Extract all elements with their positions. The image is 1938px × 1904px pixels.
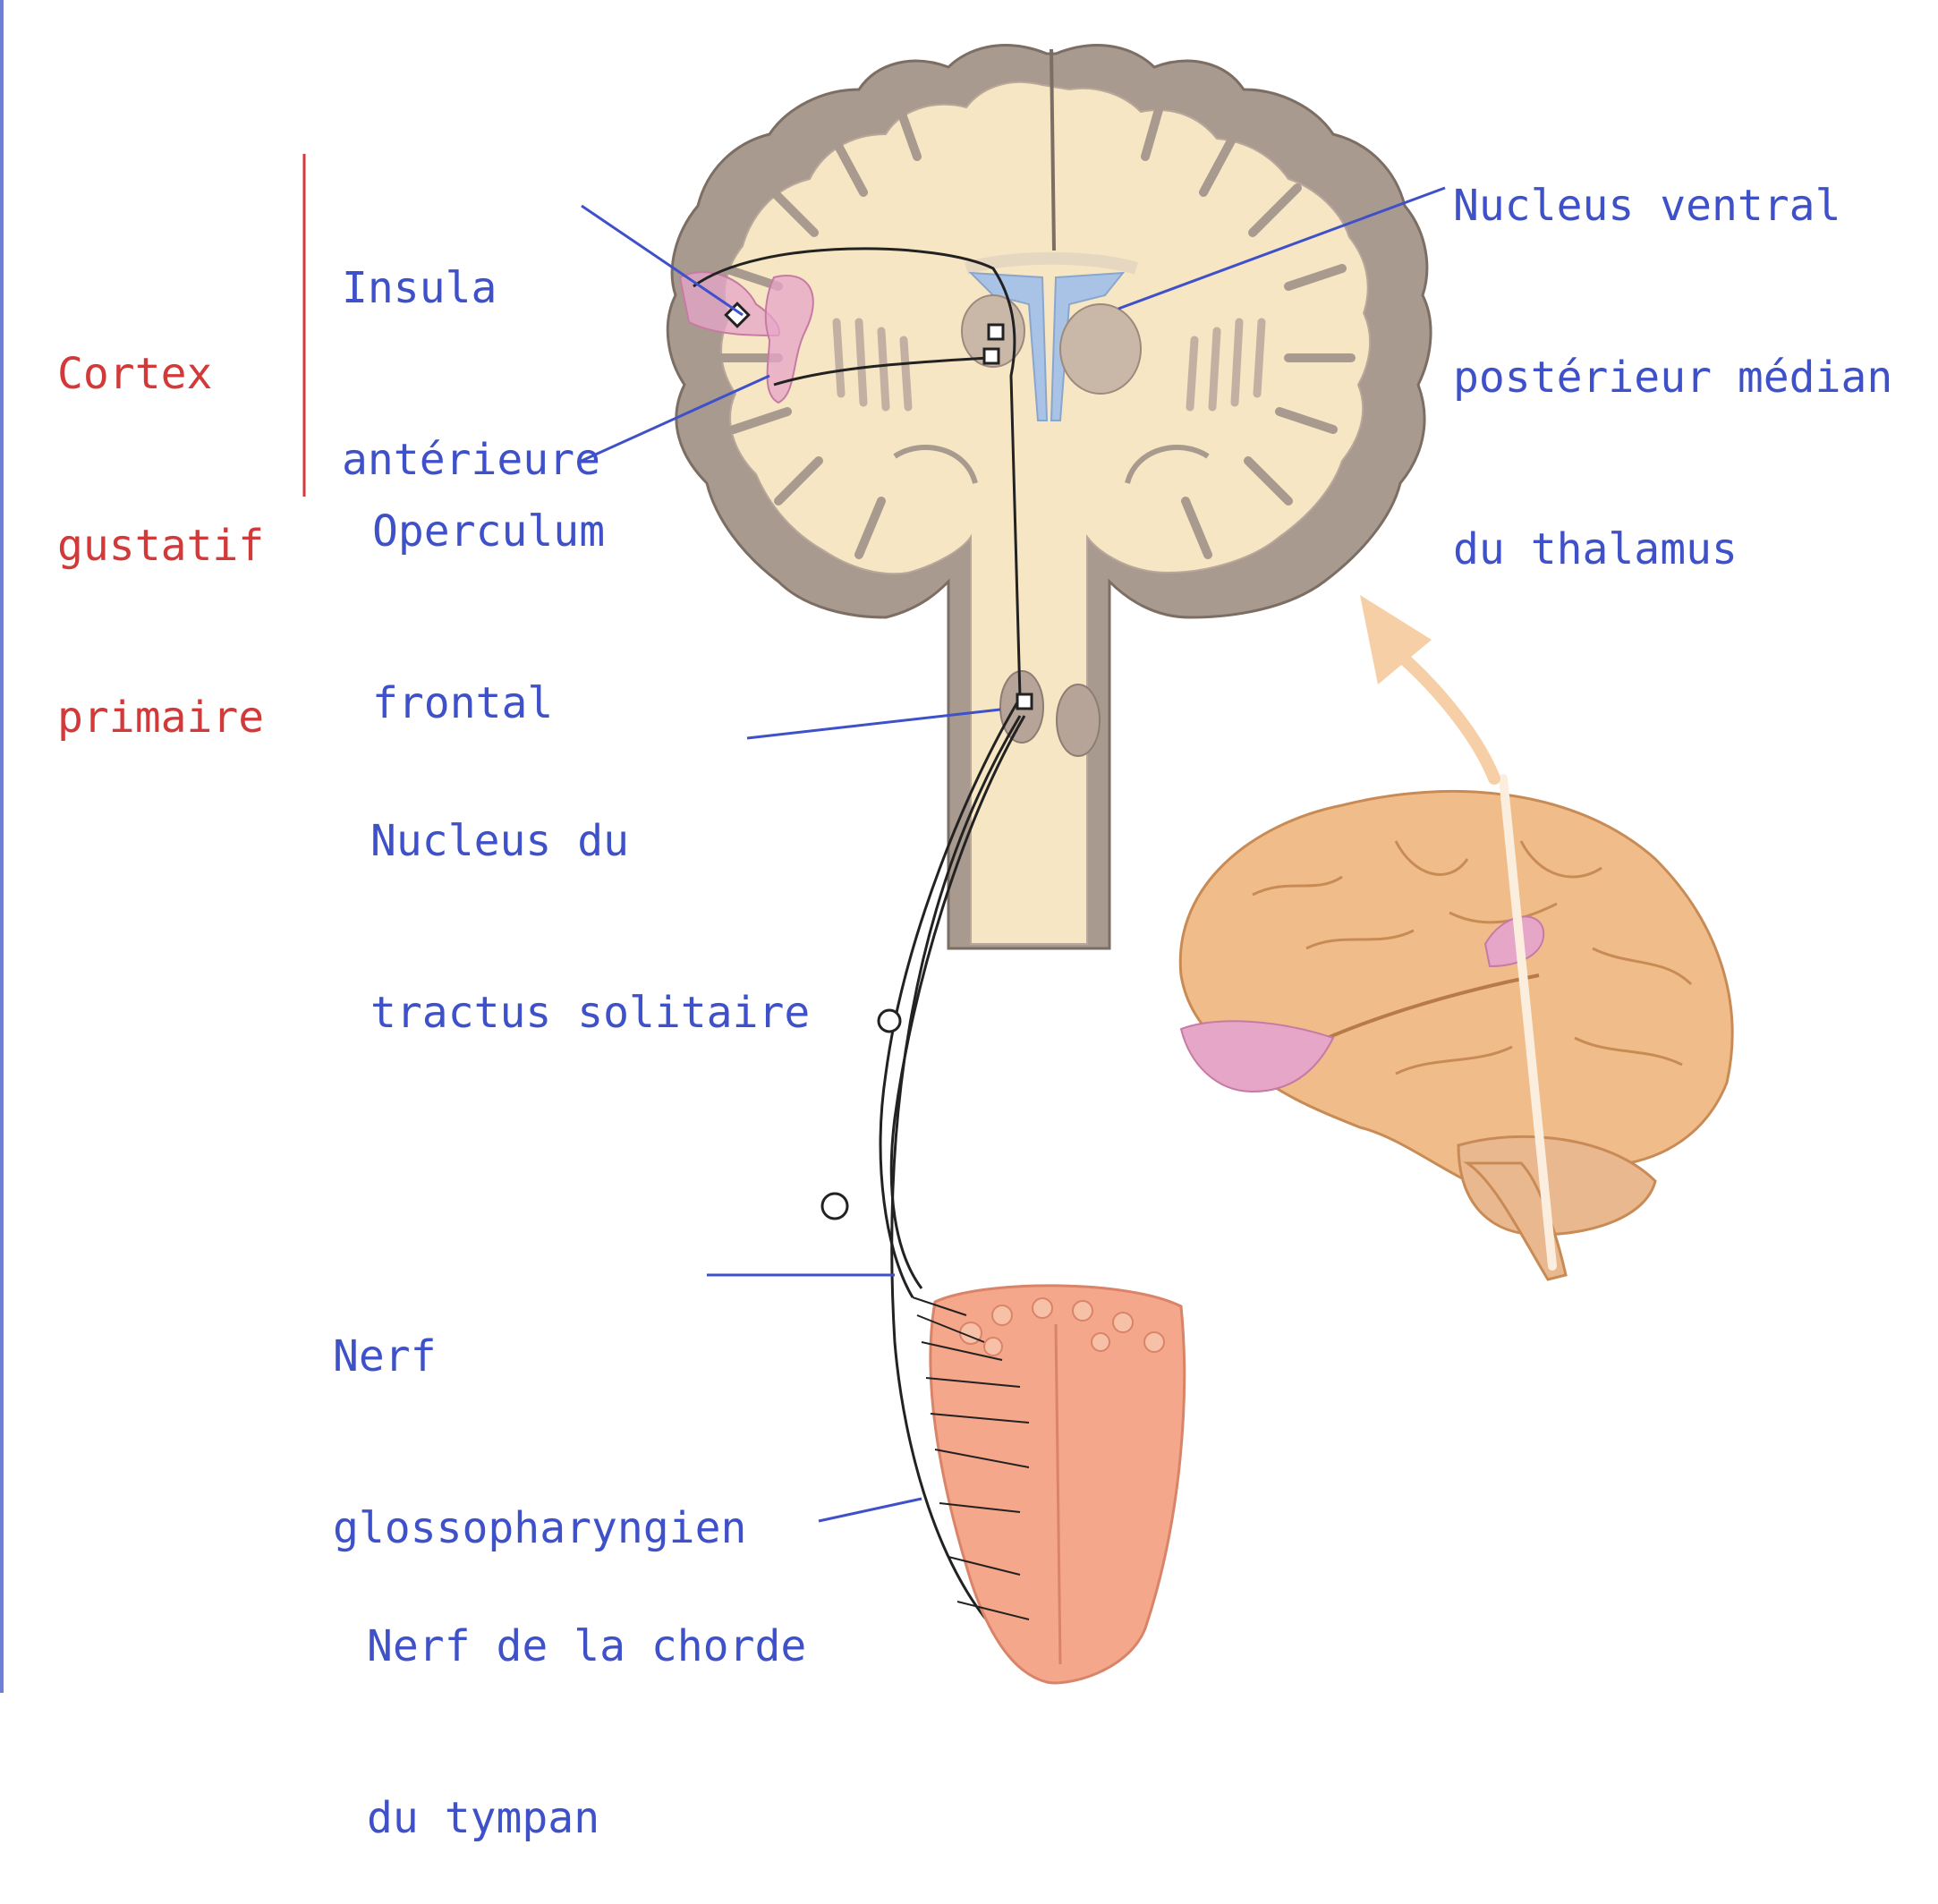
leader-chorda — [819, 1499, 922, 1521]
glosso-line-1: Nerf — [333, 1328, 746, 1385]
chorda-line-1: Nerf de la chorde — [367, 1618, 806, 1675]
thalamus-line-2: postérieur médian — [1453, 349, 1892, 406]
thalamus-line-3: du thalamus — [1453, 521, 1892, 578]
cortex-title-line-2: gustatif — [57, 517, 264, 574]
lateral-brain-view — [1180, 778, 1732, 1279]
cortex-title-line-3: primaire — [57, 689, 264, 746]
thalamus-line-1: Nucleus ventral — [1453, 177, 1892, 234]
solitary-line-1: Nucleus du — [370, 812, 810, 870]
cortex-title-line-1: Cortex — [57, 345, 264, 403]
thalamus-label: Nucleus ventral postérieur médian du tha… — [1453, 63, 1892, 635]
operculum-line-1: Operculum — [372, 503, 605, 560]
solitary-line-2: tractus solitaire — [370, 984, 810, 1041]
arrow-shaft — [1387, 644, 1494, 778]
cerebrum-lateral — [1180, 791, 1732, 1190]
thalamus — [1060, 304, 1141, 394]
chorda-line-2: du tympan — [367, 1789, 806, 1847]
insula-line-1: Insula — [342, 259, 600, 317]
brainstem-nucleus-right — [1057, 684, 1100, 756]
tongue — [913, 1286, 1185, 1683]
chorda-label: Nerf de la chorde du tympan — [367, 1503, 806, 1904]
cortex-title-label: Cortex gustatif primaire — [57, 231, 264, 803]
solitary-label: Nucleus du tractus solitaire — [370, 698, 810, 1099]
